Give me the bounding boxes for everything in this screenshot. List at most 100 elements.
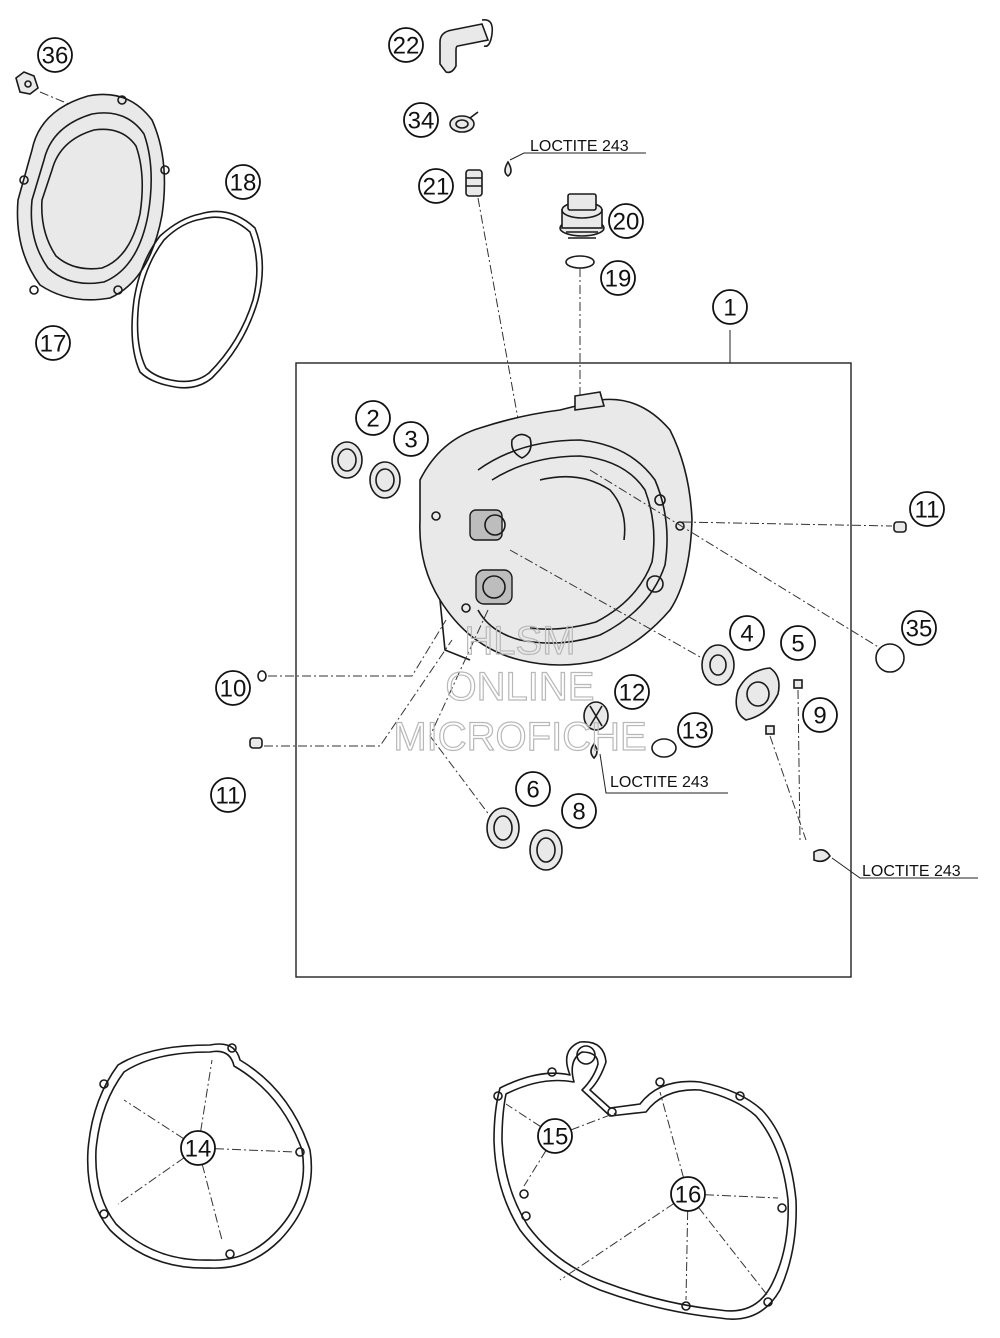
leader-11-left	[264, 639, 453, 747]
leader-35	[589, 469, 881, 649]
svg-text:22: 22	[393, 33, 420, 60]
part-5-cover-plate	[735, 667, 780, 721]
part-11-pin-left	[249, 737, 263, 749]
callout-20: 20	[608, 203, 644, 239]
callout-8: 8	[561, 793, 597, 829]
assembly-frame	[295, 362, 852, 978]
callout-34: 34	[403, 102, 439, 138]
callout-18: 18	[225, 164, 261, 200]
callout-9: 9	[802, 697, 838, 733]
part-19-o-ring	[565, 255, 595, 269]
svg-text:16: 16	[675, 1182, 702, 1209]
callout-36: 36	[37, 37, 73, 73]
svg-text:17: 17	[40, 331, 67, 358]
part-17-outer-clutch-cover	[16, 93, 170, 301]
part-22-hose	[439, 23, 490, 74]
watermark-line-2: ONLINE	[446, 665, 595, 709]
svg-text:3: 3	[404, 427, 417, 454]
leader-6	[429, 609, 491, 817]
leaders-16	[559, 1091, 779, 1301]
part-22-hose-end	[481, 18, 494, 48]
svg-text:2: 2	[366, 406, 379, 433]
callout-10: 10	[215, 670, 251, 706]
svg-text:35: 35	[906, 616, 933, 643]
leader-36	[39, 91, 89, 113]
svg-text:10: 10	[220, 676, 247, 703]
leader-21	[477, 197, 521, 431]
callout-19: 19	[600, 260, 636, 296]
watermark-line-3: MICROFICHE	[393, 715, 646, 759]
svg-text:12: 12	[619, 680, 646, 707]
part-6-seal	[486, 807, 520, 849]
loctite-note-middle: LOCTITE 243	[610, 774, 709, 791]
part-9-screws	[765, 679, 803, 735]
svg-text:11: 11	[216, 783, 241, 810]
callout-3: 3	[393, 421, 429, 457]
callout-13: 13	[677, 712, 713, 748]
leaders-14	[117, 1059, 297, 1241]
note-leader-3	[831, 857, 978, 879]
callout-35: 35	[901, 610, 937, 646]
loctite-note-top: LOCTITE 243	[530, 138, 629, 155]
loctite-drop-1	[504, 160, 512, 177]
callout-21: 21	[418, 168, 454, 204]
svg-text:6: 6	[526, 777, 539, 804]
part-21-nipple	[465, 169, 483, 197]
svg-text:21: 21	[423, 174, 450, 201]
part-4-bearing	[701, 644, 735, 686]
svg-text:20: 20	[613, 209, 640, 236]
callout-16: 16	[670, 1176, 706, 1212]
part-35-o-ring	[875, 643, 905, 673]
loctite-drop-3	[813, 848, 831, 863]
svg-text:9: 9	[813, 703, 826, 730]
callout-2: 2	[355, 400, 391, 436]
part-18-gasket-inner	[136, 216, 258, 383]
svg-text:18: 18	[230, 170, 257, 197]
callout-17: 17	[35, 325, 71, 361]
callout-11-right: 11	[909, 491, 945, 527]
svg-text:8: 8	[572, 799, 585, 826]
svg-text:34: 34	[408, 108, 435, 135]
part-11-pin-right	[893, 521, 907, 533]
part-14-gasket	[86, 1043, 313, 1269]
part-2-seal	[331, 441, 363, 479]
part-13-o-ring	[651, 738, 677, 758]
svg-text:19: 19	[605, 266, 632, 293]
part-1-clutch-cover	[419, 391, 693, 666]
svg-text:14: 14	[185, 1136, 212, 1163]
loctite-note-right: LOCTITE 243	[862, 863, 961, 880]
svg-text:11: 11	[915, 497, 940, 524]
svg-text:5: 5	[791, 631, 804, 658]
part-10-pin	[257, 670, 267, 682]
leader-10	[268, 619, 447, 677]
part-12-pump-shaft	[583, 701, 609, 760]
callout-22: 22	[388, 27, 424, 63]
note-leader-2	[599, 753, 728, 794]
part-8-seal	[529, 829, 563, 871]
svg-text:13: 13	[682, 718, 709, 745]
part-20-oil-plug	[559, 193, 605, 239]
svg-text:4: 4	[740, 621, 753, 648]
callout-5: 5	[780, 625, 816, 661]
part-36-bracket	[15, 71, 39, 95]
svg-text:15: 15	[542, 1124, 569, 1151]
part-34-clamp	[449, 111, 479, 133]
leader-9a	[797, 689, 801, 841]
callout-11-left: 11	[210, 777, 246, 813]
leader-11-right	[681, 521, 893, 527]
leader-4	[509, 549, 703, 659]
svg-text:36: 36	[42, 43, 69, 70]
leaders-15	[505, 1103, 619, 1187]
watermark-line-1: HLSM	[464, 619, 575, 663]
svg-text:1: 1	[723, 295, 736, 322]
callout-15: 15	[537, 1118, 573, 1154]
part-5-cover-plate-inner	[746, 681, 770, 707]
callout-1: 1	[712, 289, 748, 325]
part-3-seal	[369, 461, 401, 499]
leader-9b	[769, 735, 807, 841]
callout-12: 12	[614, 674, 650, 710]
callout-6: 6	[515, 771, 551, 807]
note-leader-1	[509, 152, 646, 161]
callout-4: 4	[729, 615, 765, 651]
